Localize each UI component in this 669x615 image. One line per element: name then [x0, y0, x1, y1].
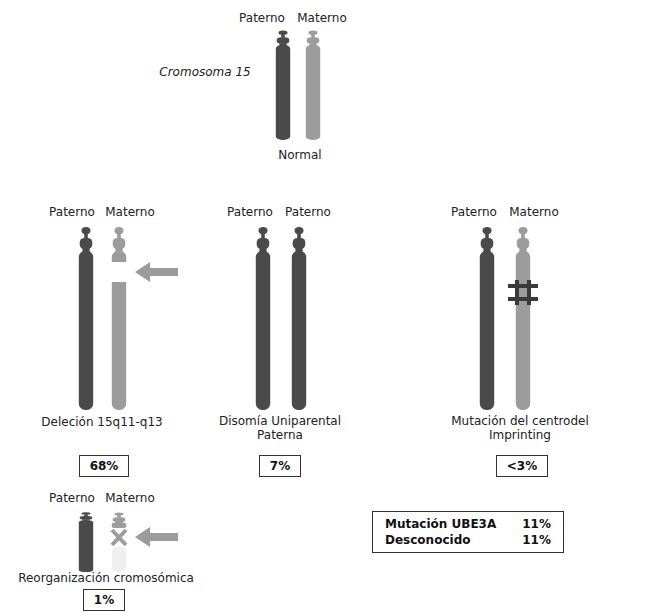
imprinting-mutation-mark	[508, 280, 538, 305]
maternal-chromosome	[516, 227, 530, 410]
box-text: 1%	[94, 593, 114, 607]
chromosome-label: Paterno	[451, 205, 497, 219]
box-text: Desconocido	[385, 533, 496, 547]
box-text: 7%	[270, 459, 290, 473]
percentage-table-box: Mutación UBE3A 11% Desconocido 11%	[372, 511, 564, 553]
maternal-chromosome	[112, 512, 126, 528]
paternal-chromosome	[480, 227, 494, 410]
chromosome-label: Normal	[278, 148, 321, 162]
chromosome-label: Materno	[509, 205, 558, 219]
rearrangement-cross	[112, 530, 126, 545]
pointer-arrow	[135, 262, 178, 282]
chromosome-label: Paterno	[285, 205, 331, 219]
chromosome-label: Reorganización cromosómica	[18, 571, 194, 585]
maternal-chromosome	[112, 227, 126, 410]
pointer-arrow	[135, 527, 178, 547]
paternal-chromosome	[276, 31, 290, 140]
percentage-box: 7%	[259, 455, 301, 477]
paternal-chromosome	[79, 227, 93, 410]
box-text: <3%	[507, 459, 537, 473]
maternal-remnant	[112, 547, 126, 572]
chromosome-label: Paterno	[49, 491, 95, 505]
box-text: 11%	[522, 533, 551, 547]
chromosome-label: Materno	[105, 205, 154, 219]
chromosome-label: Materno	[297, 11, 346, 25]
maternal-chromosome	[306, 31, 320, 140]
box-text: Mutación UBE3A	[385, 517, 496, 531]
box-text: 68%	[90, 459, 119, 473]
chromosome-label: Cromosoma 15	[159, 65, 250, 79]
deleted-region	[108, 262, 130, 282]
chromosome-label: Paterno	[227, 205, 273, 219]
percentage-box: 68%	[79, 455, 130, 477]
chromosome-label: Paterno	[49, 205, 95, 219]
chromosome-label: Paterno	[239, 11, 285, 25]
paternal-chromosome	[256, 227, 270, 410]
chromosome-label: Deleción 15q11-q13	[41, 415, 162, 429]
chromosome-label: Materno	[105, 491, 154, 505]
chromosome-label: Disomía Uniparental Paterna	[210, 414, 350, 443]
chromosome-label: Mutación del centrodel Imprinting	[445, 414, 595, 443]
box-text: 11%	[522, 517, 551, 531]
paternal-chromosome	[79, 512, 93, 572]
paternal-chromosome	[292, 227, 306, 410]
percentage-box: 1%	[83, 589, 125, 611]
percentage-box: <3%	[496, 455, 548, 477]
